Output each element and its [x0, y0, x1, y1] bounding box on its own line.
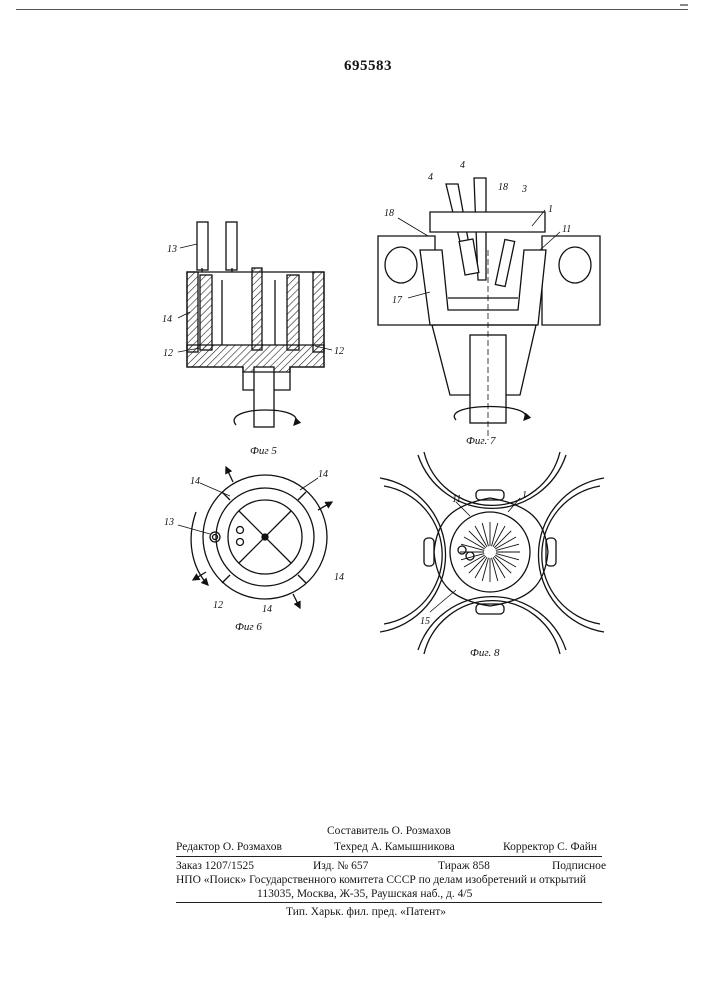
circulation-line: Тираж 858 — [438, 859, 490, 873]
fig7-label-17: 17 — [392, 295, 403, 306]
order-line: Заказ 1207/1525 — [176, 859, 254, 873]
fig6-label-14d: 14 — [262, 604, 272, 615]
electrode-left — [197, 222, 208, 270]
fig7-label-18b: 18 — [384, 208, 394, 219]
fig8-label-1: 1 — [522, 490, 527, 501]
ray-line — [495, 555, 516, 567]
fig5-label-14: 14 — [162, 314, 172, 325]
fig8-crucible — [434, 498, 548, 606]
printer-line: Тип. Харьк. фил. пред. «Патент» — [286, 905, 446, 919]
fig7-label-4a: 4 — [428, 172, 433, 183]
techred-line: Техред А. Камышникова — [334, 840, 455, 854]
imprint-rule-top — [176, 856, 602, 857]
ray-line — [493, 526, 505, 547]
edition-line: Изд. № 657 — [313, 859, 368, 873]
fig6-label-14a: 14 — [190, 476, 200, 487]
figure-5 — [178, 222, 332, 427]
ray-line — [492, 523, 498, 546]
editor-line: Редактор О. Розмахов — [176, 840, 282, 854]
ray-line — [495, 537, 516, 549]
electrode-right — [226, 222, 237, 270]
fig8-caption: Фиг. 8 — [470, 647, 500, 659]
ray-line — [493, 557, 505, 578]
subscription-line: Подписное — [552, 859, 606, 873]
shaft — [254, 367, 274, 427]
ray-line — [482, 523, 488, 546]
organization-line: НПО «Поиск» Государственного комитета СС… — [176, 873, 586, 887]
fig5-label-12b: 12 — [334, 346, 344, 357]
ray-line — [496, 554, 519, 560]
figure-8 — [380, 452, 604, 654]
compiler-line: Составитель О. Розмахов — [327, 824, 451, 838]
fig6-label-14c: 14 — [334, 572, 344, 583]
fig7-label-3: 3 — [521, 184, 527, 195]
imprint-rule-bottom — [176, 902, 602, 903]
figure-6 — [178, 467, 332, 608]
fig6-label-14b: 14 — [318, 469, 328, 480]
fig6-caption: Фиг 6 — [235, 621, 262, 633]
address-line: 113035, Москва, Ж-35, Раушская наб., д. … — [257, 887, 472, 901]
ray-line — [494, 531, 511, 548]
fig7-label-18a: 18 — [498, 182, 508, 193]
fig8-label-15: 15 — [420, 616, 430, 627]
ray-line — [482, 558, 488, 581]
figure-7 — [378, 178, 600, 440]
ray-line — [475, 526, 487, 547]
fig7-caption: Фиг. 7 — [466, 435, 496, 447]
ray-line — [492, 558, 498, 581]
ray-line — [464, 537, 485, 549]
fig7-label-1: 1 — [548, 204, 553, 215]
corrector-line: Корректор С. Файн — [503, 840, 597, 854]
fig6-label-12: 12 — [213, 600, 223, 611]
fig8-label-11: 11 — [452, 494, 461, 505]
ray-line — [494, 556, 511, 573]
fig7-label-4b: 4 — [460, 160, 465, 171]
fig5-label-13: 13 — [167, 244, 177, 255]
ray-line — [469, 556, 486, 573]
fig7-label-11: 11 — [562, 224, 571, 235]
fig6-label-13: 13 — [164, 517, 174, 528]
ray-line — [469, 531, 486, 548]
ray-line — [475, 557, 487, 578]
fig5-label-12a: 12 — [163, 348, 173, 359]
fig5-caption: Фиг 5 — [250, 445, 277, 457]
ray-line — [496, 544, 519, 550]
